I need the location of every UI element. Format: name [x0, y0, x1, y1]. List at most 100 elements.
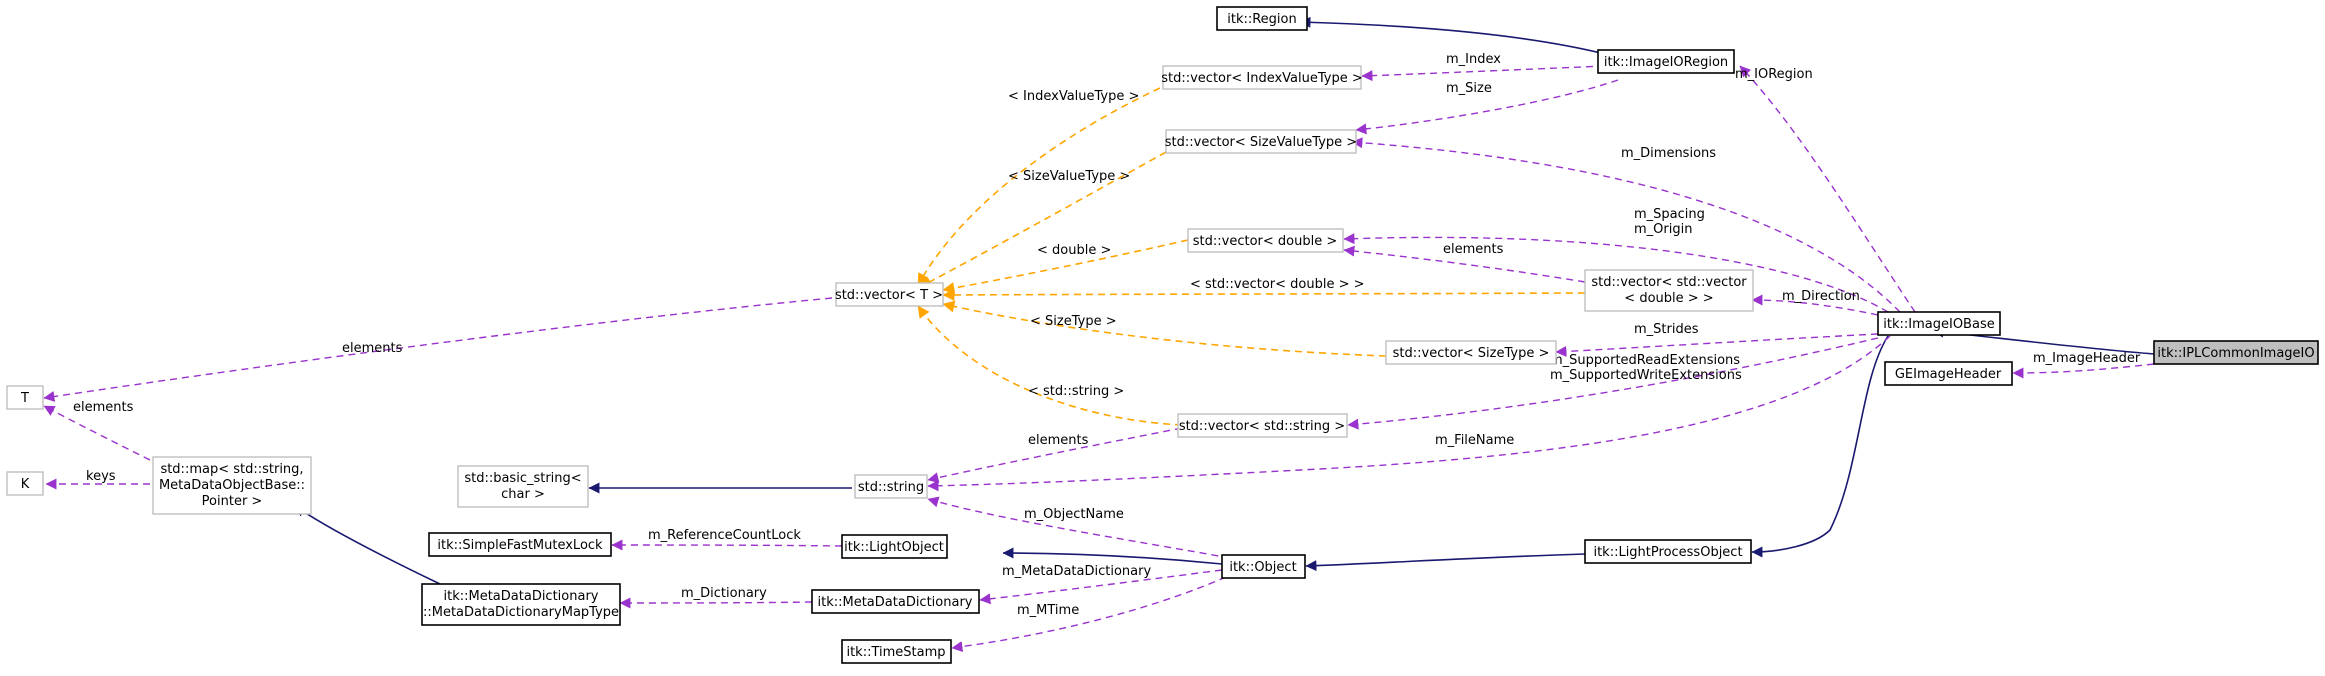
node-itk-light-object[interactable]: itk::LightObject	[841, 534, 948, 559]
edge-imageiobase-ioregion	[1739, 65, 1916, 313]
node-itk-simple-fast-mutex-lock[interactable]: itk::SimpleFastMutexLock	[428, 532, 612, 557]
node-itk-ipl-common-image-io[interactable]: itk::IPLCommonImageIO	[2153, 340, 2319, 365]
edge-imageioregion-to-region	[1299, 16, 1606, 55]
nodes: itk::Region itk::ImageIORegion std::vect…	[6, 6, 2319, 664]
node-t[interactable]: T	[6, 385, 44, 410]
label-m-direction: m_Direction	[1782, 289, 1860, 304]
label-m-reference-count-lock: m_ReferenceCountLock	[648, 528, 801, 543]
label-vec-double-t: < std::vector< double > >	[1190, 277, 1365, 292]
edge-template-indexvaluetype	[917, 87, 1161, 286]
node-itk-light-object-label: itk::LightObject	[844, 540, 944, 555]
edge-imageiobase-spacing	[1343, 233, 1889, 313]
label-elements-str: elements	[1028, 433, 1089, 448]
label-m-dimensions: m_Dimensions	[1621, 146, 1716, 161]
node-std-basic-string-line2: char >	[501, 487, 545, 502]
edge-map-elements-to-t	[43, 405, 151, 461]
node-k-label: K	[21, 477, 30, 492]
node-itk-imageioregion[interactable]: itk::ImageIORegion	[1597, 49, 1735, 74]
edge-imageioregion-size	[1355, 79, 1619, 135]
node-std-basic-string-line1: std::basic_string<	[464, 471, 581, 486]
node-itk-imageioregion-label: itk::ImageIORegion	[1604, 55, 1728, 70]
node-itk-ipl-common-image-io-label: itk::IPLCommonImageIO	[2157, 346, 2314, 361]
label-m-dictionary: m_Dictionary	[681, 586, 767, 601]
node-itk-object-label: itk::Object	[1229, 560, 1296, 575]
edge-imageiobase-direction	[1751, 294, 1879, 316]
node-vector-size-value-type-label: std::vector< SizeValueType >	[1165, 135, 1357, 150]
edge-object-to-lightobject	[1002, 547, 1223, 565]
edge-template-string	[917, 305, 1183, 426]
node-itk-light-process-object[interactable]: itk::LightProcessObject	[1584, 539, 1752, 564]
label-string-t: < std::string >	[1028, 384, 1124, 399]
node-vector-index-value-type[interactable]: std::vector< IndexValueType >	[1161, 65, 1363, 90]
node-vector-t-label: std::vector< T >	[835, 288, 943, 303]
edge-object-metadatadictionary	[979, 569, 1223, 605]
label-elements-map: elements	[73, 400, 134, 415]
label-index-value-type: < IndexValueType >	[1008, 89, 1139, 104]
node-vector-vector-double[interactable]: std::vector< std::vector < double > >	[1584, 269, 1754, 312]
node-vector-index-value-type-label: std::vector< IndexValueType >	[1161, 71, 1363, 86]
edge-vecvec-elements	[1343, 245, 1586, 283]
label-size-value-type: < SizeValueType >	[1008, 169, 1130, 184]
node-itk-object[interactable]: itk::Object	[1221, 554, 1306, 579]
edge-object-objectname	[927, 496, 1231, 559]
node-itk-imageiobase-label: itk::ImageIOBase	[1883, 317, 1994, 332]
node-itk-timestamp[interactable]: itk::TimeStamp	[841, 639, 952, 664]
edge-object-mtime	[951, 576, 1227, 653]
node-vector-vector-double-line2: < double > >	[1624, 291, 1713, 306]
label-m-ioregion: m_IORegion	[1735, 67, 1813, 82]
label-elements-t: elements	[342, 341, 403, 356]
edge-vect-elements-to-t	[43, 297, 833, 402]
edge-lightprocessobject-to-object	[1305, 553, 1586, 572]
label-elements-vv: elements	[1443, 242, 1504, 257]
label-double-t: < double >	[1037, 243, 1111, 258]
node-std-map[interactable]: std::map< std::string, MetaDataObjectBas…	[152, 456, 312, 515]
node-t-label: T	[20, 391, 29, 406]
edge-imageiobase-to-lightprocessobject	[1751, 335, 1889, 558]
edge-labels: m_Index m_Size m_IORegion m_Dimensions <…	[73, 52, 2141, 618]
node-std-map-line1: std::map< std::string,	[160, 462, 303, 477]
label-m-origin: m_Origin	[1634, 222, 1692, 237]
edge-template-double	[942, 239, 1189, 294]
node-vector-size-value-type[interactable]: std::vector< SizeValueType >	[1165, 129, 1357, 154]
label-m-index: m_Index	[1446, 52, 1501, 67]
edges	[43, 16, 2155, 653]
label-m-strides: m_Strides	[1634, 322, 1699, 337]
node-std-map-line2: MetaDataObjectBase::	[159, 478, 305, 493]
node-vector-double-label: std::vector< double >	[1193, 234, 1337, 249]
node-itk-region-label: itk::Region	[1227, 12, 1297, 27]
node-itk-timestamp-label: itk::TimeStamp	[846, 645, 945, 660]
label-m-size: m_Size	[1446, 81, 1492, 96]
node-k[interactable]: K	[6, 471, 44, 496]
label-m-supported-read: m_SupportedReadExtensions	[1550, 353, 1740, 368]
edge-imageiobase-strides	[1555, 333, 1879, 357]
node-itk-mdd-map-type[interactable]: itk::MetaDataDictionary ::MetaDataDictio…	[421, 583, 621, 626]
node-itk-region[interactable]: itk::Region	[1216, 6, 1308, 31]
edge-imageiobase-filename	[927, 335, 1891, 492]
edge-imageiobase-dimensions	[1351, 137, 1901, 313]
edge-lightobject-refcountlock	[611, 539, 843, 551]
edge-template-vecdouble	[942, 288, 1586, 301]
label-m-filename: m_FileName	[1435, 433, 1514, 448]
node-ge-image-header[interactable]: GEImageHeader	[1884, 361, 2013, 386]
node-std-string[interactable]: std::string	[854, 474, 928, 499]
node-std-basic-string[interactable]: std::basic_string< char >	[457, 465, 589, 508]
node-itk-metadata-dictionary[interactable]: itk::MetaDataDictionary	[811, 589, 980, 614]
label-size-type-t: < SizeType >	[1030, 314, 1117, 329]
node-itk-imageiobase[interactable]: itk::ImageIOBase	[1877, 311, 2001, 336]
edge-template-sizevaluetype	[919, 151, 1167, 288]
node-itk-light-process-object-label: itk::LightProcessObject	[1593, 545, 1742, 560]
node-itk-simple-fast-mutex-lock-label: itk::SimpleFastMutexLock	[437, 538, 603, 553]
edge-imageioregion-index	[1361, 65, 1606, 82]
node-vector-size-type[interactable]: std::vector< SizeType >	[1385, 340, 1557, 365]
label-m-supported-write: m_SupportedWriteExtensions	[1550, 368, 1742, 383]
node-vector-string[interactable]: std::vector< std::string >	[1177, 413, 1348, 438]
node-vector-double[interactable]: std::vector< double >	[1187, 228, 1344, 253]
node-vector-t[interactable]: std::vector< T >	[835, 282, 944, 307]
node-itk-mdd-map-type-line2: ::MetaDataDictionaryMapType	[423, 605, 619, 620]
node-itk-mdd-map-type-line1: itk::MetaDataDictionary	[444, 589, 599, 604]
node-itk-metadata-dictionary-label: itk::MetaDataDictionary	[818, 595, 973, 610]
node-vector-vector-double-line1: std::vector< std::vector	[1591, 275, 1747, 290]
edge-vecstring-elements	[927, 427, 1183, 484]
edge-imageiobase-supported	[1347, 337, 1879, 430]
label-m-mtime: m_MTime	[1017, 603, 1079, 618]
